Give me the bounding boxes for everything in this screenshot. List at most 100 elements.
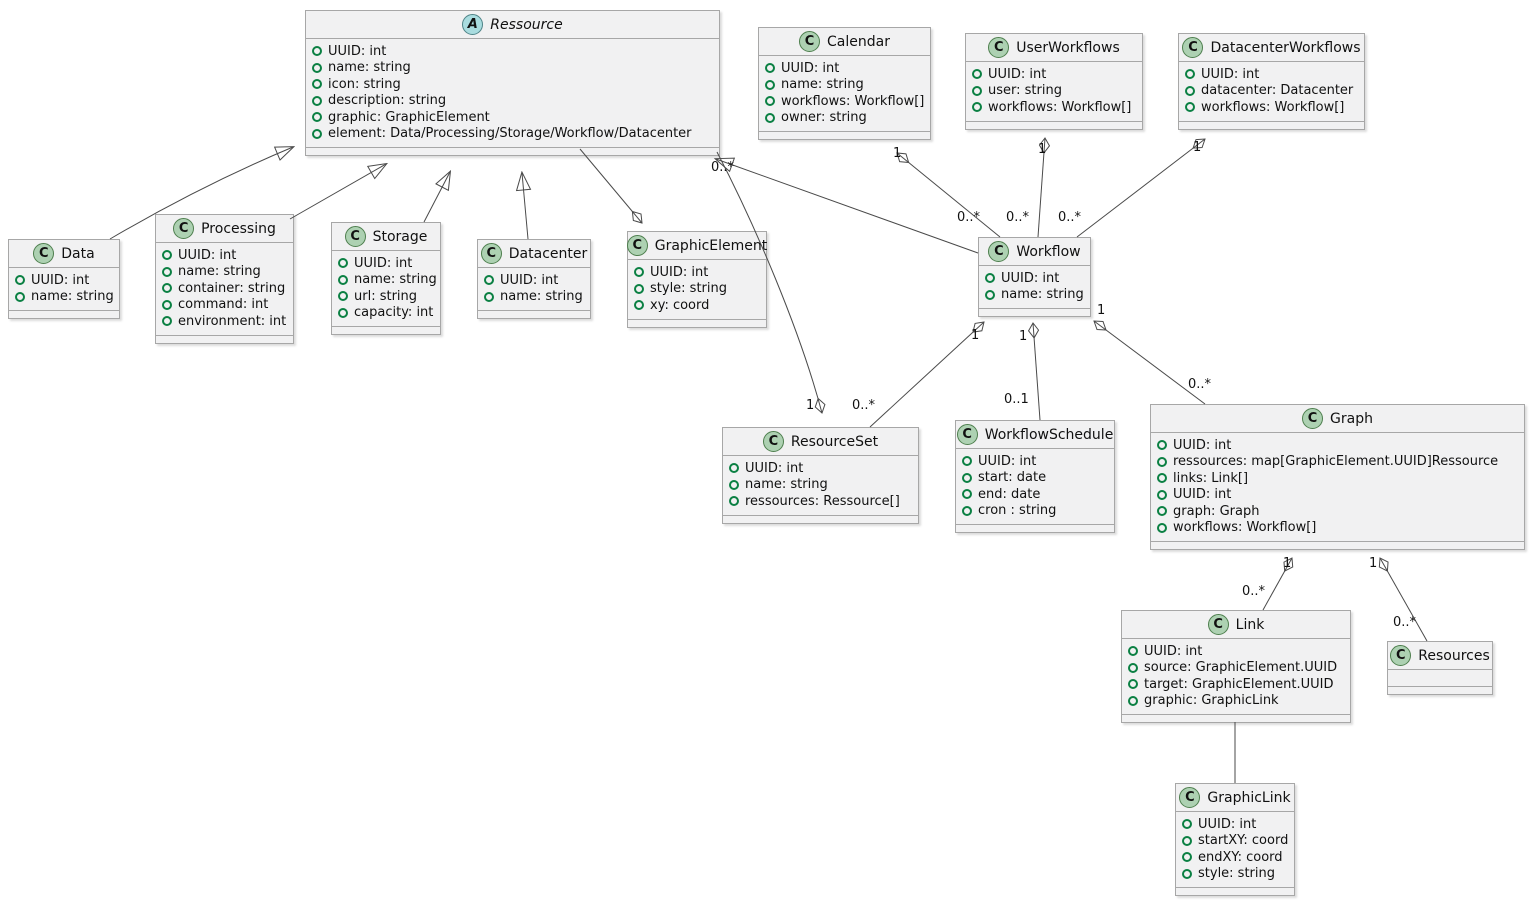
field-visibility-icon	[729, 479, 739, 490]
attribute-text: UUID: int	[500, 272, 559, 288]
field-visibility-icon	[1128, 679, 1138, 690]
attribute-row: owner: string	[765, 110, 922, 127]
attribute-row: UUID: int	[634, 264, 758, 281]
attribute-text: workflows: Workflow[]	[1201, 99, 1345, 115]
field-visibility-icon	[338, 258, 348, 269]
class-data-title: C Data	[9, 240, 119, 268]
class-name: Ressource	[490, 16, 563, 33]
field-visibility-icon	[634, 267, 644, 278]
class-storage-title: C Storage	[332, 223, 440, 251]
class-name: Storage	[372, 228, 428, 245]
multiplicity-label: 0..*	[1006, 210, 1030, 225]
class-icon: C	[1179, 787, 1201, 808]
attribute-row: UUID: int	[312, 43, 711, 60]
attribute-row: UUID: int	[1185, 66, 1356, 83]
methods-compartment	[1151, 542, 1524, 549]
field-visibility-icon	[729, 496, 739, 507]
field-visibility-icon	[634, 283, 644, 294]
field-visibility-icon	[962, 472, 972, 483]
field-visibility-icon	[1128, 695, 1138, 706]
attribute-row: UUID: int	[484, 272, 582, 289]
multiplicity-label: 1	[1097, 303, 1106, 318]
field-visibility-icon	[1185, 102, 1195, 113]
attribute-text: UUID: int	[745, 460, 804, 476]
field-visibility-icon	[312, 62, 322, 73]
class-name: GraphicLink	[1207, 789, 1291, 806]
field-visibility-icon	[729, 463, 739, 474]
multiplicity-label: 1	[806, 398, 815, 413]
field-visibility-icon	[1185, 85, 1195, 96]
methods-compartment	[156, 336, 293, 343]
attribute-text: UUID: int	[354, 255, 413, 271]
methods-compartment	[979, 309, 1090, 316]
methods-compartment	[1176, 888, 1294, 895]
attribute-text: workflows: Workflow[]	[1173, 520, 1317, 536]
field-visibility-icon	[1128, 662, 1138, 673]
class-link-title: C Link	[1122, 611, 1350, 639]
attribute-row: description: string	[312, 93, 711, 110]
attribute-row: datacenter: Datacenter	[1185, 83, 1356, 100]
class-userworkflows-title: C UserWorkflows	[966, 34, 1142, 62]
attribute-text: UUID: int	[1144, 643, 1203, 659]
attribute-text: startXY: coord	[1198, 833, 1289, 849]
multiplicity-label: 1	[1193, 140, 1202, 155]
field-visibility-icon	[1157, 456, 1167, 467]
field-visibility-icon	[484, 291, 494, 302]
attribute-text: capacity: int	[354, 305, 434, 321]
attribute-row: graphic: GraphicLink	[1128, 693, 1342, 710]
multiplicity-label: 0..*	[957, 210, 981, 225]
class-icon: C	[1390, 645, 1412, 666]
attribute-text: UUID: int	[1173, 437, 1232, 453]
attribute-row: ressources: Ressource[]	[729, 493, 910, 510]
field-visibility-icon	[1157, 489, 1167, 500]
methods-compartment	[966, 122, 1142, 129]
attribute-row: ressources: map[GraphicElement.UUID]Ress…	[1157, 454, 1516, 471]
field-visibility-icon	[338, 307, 348, 318]
attribute-list	[1388, 670, 1492, 687]
attribute-row: UUID: int	[1182, 816, 1286, 833]
class-icon: C	[1207, 614, 1229, 635]
attribute-text: container: string	[178, 280, 286, 296]
attribute-row: user: string	[972, 83, 1134, 100]
methods-compartment	[1179, 122, 1364, 129]
class-name: Calendar	[827, 33, 890, 50]
class-icon: C	[33, 243, 55, 264]
attribute-text: description: string	[328, 93, 447, 109]
multiplicity-label: 1	[893, 146, 902, 161]
attribute-row: UUID: int	[765, 60, 922, 77]
multiplicity-label: 1	[1019, 329, 1028, 344]
field-visibility-icon	[1182, 819, 1192, 830]
class-resourceset-title: C ResourceSet	[723, 428, 918, 456]
class-datacenterworkflows-title: C DatacenterWorkflows	[1179, 34, 1364, 62]
attribute-text: cron : string	[978, 503, 1057, 519]
class-calendar-title: C Calendar	[759, 28, 930, 56]
edge-storage-extends-ressource	[423, 172, 450, 223]
attribute-text: environment: int	[178, 313, 287, 329]
field-visibility-icon	[312, 79, 322, 90]
field-visibility-icon	[162, 250, 172, 261]
attribute-text: links: Link[]	[1173, 470, 1249, 486]
attribute-text: command: int	[178, 297, 269, 313]
attribute-row: UUID: int	[15, 272, 111, 289]
attribute-text: UUID: int	[178, 247, 237, 263]
field-visibility-icon	[1128, 646, 1138, 657]
class-icon: C	[480, 243, 502, 264]
attribute-row: UUID: int	[1128, 643, 1342, 660]
attribute-row: workflows: Workflow[]	[1185, 99, 1356, 116]
attribute-row: workflows: Workflow[]	[972, 99, 1134, 116]
